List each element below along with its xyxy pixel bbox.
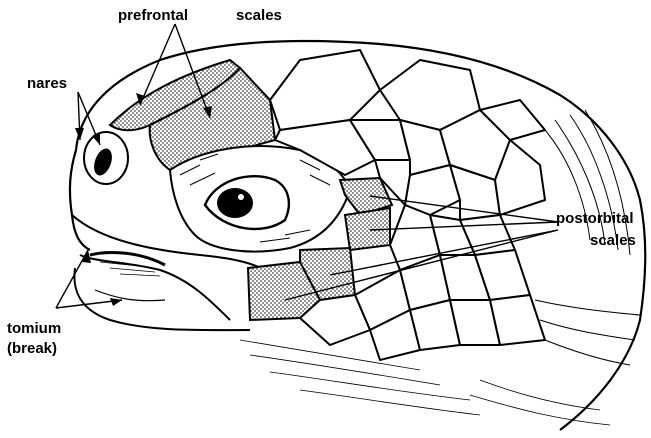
label-tomium-break: (break): [7, 340, 57, 357]
label-prefrontal: prefrontal: [118, 7, 188, 24]
label-postorbital-scales: scales: [590, 232, 636, 249]
eye-icon: [217, 188, 253, 218]
nares: [84, 132, 128, 184]
label-nares: nares: [27, 75, 67, 92]
label-postorbital: postorbital: [556, 210, 634, 227]
label-scales-top: scales: [236, 7, 282, 24]
leader-tomium-1: [56, 250, 88, 308]
label-tomium: tomium: [7, 320, 61, 337]
